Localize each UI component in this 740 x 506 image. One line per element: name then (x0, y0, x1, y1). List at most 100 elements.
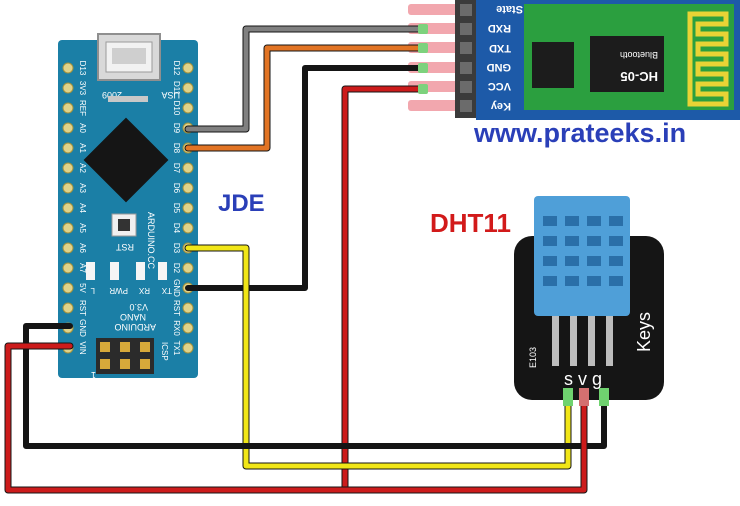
arduino-nano: 2009 USA RST ARDUINO.CC L PWR RX TX V3.0… (58, 33, 198, 380)
wire-black-dht (23, 323, 607, 449)
nano-pin-left-label: 5V (78, 283, 87, 293)
dht11-wire-caps (563, 388, 609, 406)
nano-pin-left-pad (62, 302, 74, 314)
nano-pin-right-pad (182, 102, 194, 114)
hc05-wire-caps (418, 24, 428, 94)
nano-pin-left-label: VIN (78, 341, 87, 355)
wires (4, 25, 607, 494)
nano-pin-right-label: D11 (172, 81, 181, 96)
nano-pin-right-pad (182, 182, 194, 194)
nano-pin-right-label: RST (172, 300, 181, 316)
nano-pin-left-label: D13 (78, 61, 87, 76)
hc05-pin-labels: State RXD TXD GND VCC Key (487, 3, 524, 112)
hc05-module: State RXD TXD GND VCC Key Bluetooth HC-0… (408, 0, 740, 120)
hc05-chip-text: Bluetooth (620, 50, 658, 60)
nano-pin-left-label: RST (78, 300, 87, 316)
hc05-model: HC-05 (620, 69, 658, 84)
nano-pin-right-pad (182, 62, 194, 74)
nano-version: V3.0 (129, 302, 148, 312)
nano-pin-right-label: TX1 (172, 341, 181, 356)
nano-pin-left-label: A1 (78, 143, 87, 153)
nano-pin-right-label: D2 (172, 263, 181, 274)
nano-usa-text: USA (161, 90, 180, 100)
nano-pin-left-label: A3 (78, 183, 87, 193)
nano-pin-left-pad (62, 82, 74, 94)
dht11-label: DHT11 (430, 208, 511, 238)
nano-pin-right-pad (182, 342, 194, 354)
hc05-chip-main (590, 36, 664, 92)
nano-pin-right-label: D5 (172, 203, 181, 214)
nano-pin-right-label: D12 (172, 61, 181, 76)
nano-pin-left-pad (62, 182, 74, 194)
hc05-pin-state: State (496, 3, 523, 15)
nano-model: NANO (120, 312, 146, 322)
hc05-chip-small (532, 42, 574, 88)
led-pwr-label: PWR (109, 286, 128, 295)
nano-pin-right-pad (182, 202, 194, 214)
nano-pin-left-pad (62, 282, 74, 294)
dht11-sensor: E103 Keys s v g (514, 196, 664, 400)
nano-pin-right-label: D7 (172, 163, 181, 174)
nano-pin-left-pad (62, 242, 74, 254)
led-l-label: L (90, 286, 95, 295)
nano-pin-right-label: D6 (172, 183, 181, 194)
nano-pin-right-pad (182, 82, 194, 94)
led-rx-label: RX (138, 286, 150, 295)
icsp-label: ICSP (160, 342, 169, 361)
hc05-pin-vcc: VCC (488, 80, 511, 92)
nano-leds (86, 262, 167, 280)
nano-pin-left-label: A0 (78, 123, 87, 133)
hc05-pin-key: Key (490, 100, 511, 112)
website-url: www.prateeks.in (474, 118, 687, 148)
dht11-code: E103 (528, 347, 538, 368)
hc05-pin-txd: TXD (489, 42, 511, 54)
nano-pin-right-pad (182, 222, 194, 234)
nano-pin-left-pad (62, 122, 74, 134)
nano-board (58, 40, 198, 378)
dht11-brand: Keys (634, 312, 654, 352)
nano-pin-right-pad (182, 162, 194, 174)
hc05-pin-rxd: RXD (488, 22, 511, 34)
nano-pin-left-label: A4 (78, 203, 87, 213)
nano-pin-left-label: A7 (78, 263, 87, 273)
wire-red-bt (341, 85, 424, 494)
nano-pin-left-label: A2 (78, 163, 87, 173)
nano-pin-right-label: D3 (172, 243, 181, 254)
nano-pin-right-label: D10 (172, 101, 181, 116)
nano-pin-left-label: A5 (78, 223, 87, 233)
nano-pin-right-pad (182, 322, 194, 334)
dht11-legs (552, 316, 613, 366)
nano-pin-right-pad (182, 302, 194, 314)
nano-pin-right-label: D9 (172, 123, 181, 134)
nano-pin-left-pad (62, 202, 74, 214)
hc05-pin-gnd: GND (487, 61, 512, 73)
dht11-pins-label: s v g (564, 369, 602, 389)
icsp-num: 1 (91, 370, 96, 380)
nano-pin-right-label: GND (172, 279, 181, 297)
nano-pin-left-pad (62, 222, 74, 234)
nano-pin-left-label: A6 (78, 243, 87, 253)
nano-pin-left-pad (62, 62, 74, 74)
nano-pin-right-label: D4 (172, 223, 181, 234)
nano-pin-left-label: GND (78, 319, 87, 337)
dht11-grille (543, 216, 623, 286)
nano-pin-right-pad (182, 262, 194, 274)
nano-pin-left-label: 3V3 (78, 81, 87, 96)
nano-brand: ARDUINO (114, 322, 156, 332)
wire-black-bt (185, 65, 423, 291)
nano-pin-left-pad (62, 102, 74, 114)
nano-pin-right-label: D8 (172, 143, 181, 154)
nano-pin-left-pad (62, 142, 74, 154)
nano-side-text: ARDUINO.CC (146, 212, 156, 270)
dht11-housing (534, 196, 630, 316)
rst-label: RST (115, 242, 134, 252)
hc05-antenna (687, 11, 729, 107)
jde-label: JDE (218, 190, 265, 217)
nano-pin-left-pad (62, 262, 74, 274)
nano-pin-left-label: REF (78, 100, 87, 116)
nano-year-text: 2009 (102, 90, 122, 100)
nano-pin-right-label: RX0 (172, 320, 181, 336)
